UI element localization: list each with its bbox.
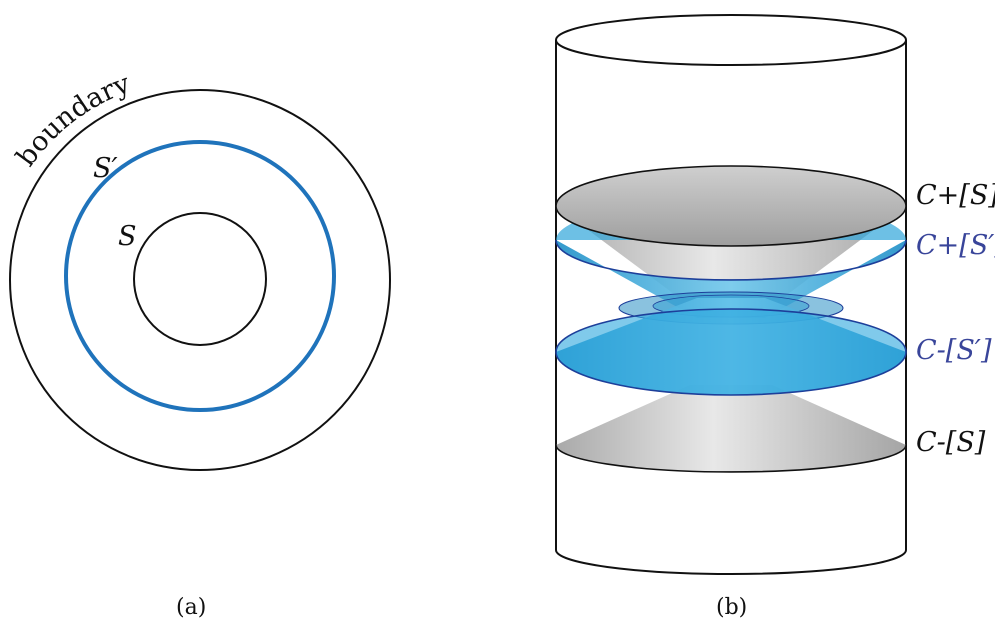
caption-b: (b) <box>716 595 747 620</box>
gray-top-disk <box>555 165 907 247</box>
label-c-plus-s-prime: C+[S′] <box>916 230 995 261</box>
cylinder-top-ellipse <box>555 14 907 66</box>
caption-a: (a) <box>176 595 206 620</box>
blue-upper-rim <box>555 239 907 281</box>
s-prime-label: S′ <box>93 153 118 184</box>
s-prime-circle <box>64 140 336 412</box>
gray-upper-cone <box>556 206 906 300</box>
s-label: S <box>118 221 137 252</box>
gray-lower-cone <box>556 385 906 472</box>
cylinder-bottom-arc <box>555 549 907 575</box>
panel-a: boundary S′ S (a) <box>9 68 391 620</box>
panel-b: C+[S] C+[S′] C-[S′] C-[S] (b) <box>555 14 995 620</box>
boundary-circle <box>9 89 391 471</box>
blue-lower-rim <box>555 308 907 396</box>
label-c-plus-s: C+[S] <box>916 180 995 211</box>
label-c-minus-s: C-[S] <box>916 427 986 458</box>
s-circle <box>133 212 267 346</box>
gray-lower-rim <box>555 444 907 473</box>
label-c-minus-s-prime: C-[S′] <box>916 335 992 366</box>
